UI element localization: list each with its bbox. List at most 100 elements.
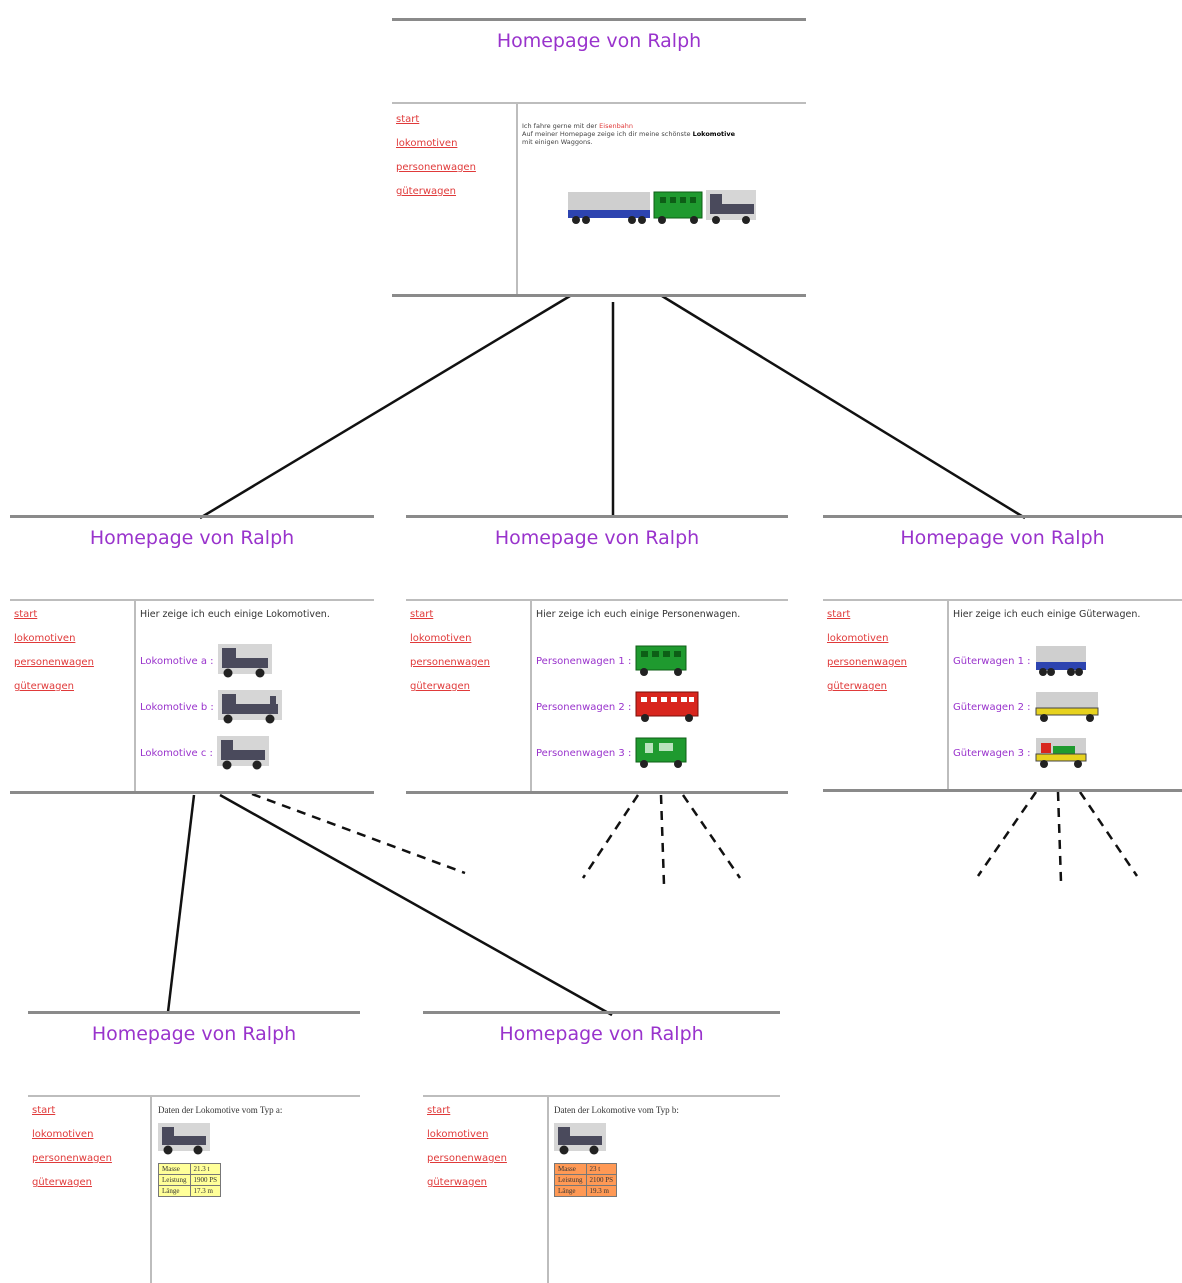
nav-link-lokomotiven[interactable]: lokomotiven — [32, 1129, 94, 1140]
nav-menu: start lokomotiven personenwagen güterwag… — [14, 609, 94, 705]
list-item: Personenwagen 1 : — [536, 638, 788, 684]
nav-link-lokomotiven[interactable]: lokomotiven — [410, 633, 472, 644]
table-row: Länge 19.3 m — [554, 1185, 618, 1197]
table-cell: Masse — [554, 1163, 587, 1175]
top-rule — [823, 515, 1182, 518]
nav-link-personenwagen[interactable]: personenwagen — [410, 657, 490, 668]
nav-link-lokomotiven[interactable]: lokomotiven — [396, 138, 458, 149]
connector-gw-more-1 — [976, 791, 1038, 877]
nav-link-start[interactable]: start — [410, 609, 434, 620]
nav-link-personenwagen[interactable]: personenwagen — [32, 1153, 112, 1164]
header-rule — [406, 599, 788, 601]
bottom-rule — [823, 789, 1182, 792]
nav-link-start[interactable]: start — [14, 609, 38, 620]
column-divider — [134, 601, 136, 791]
connector-gw-more-3 — [1078, 791, 1139, 877]
personenwagen-3-icon[interactable] — [635, 737, 687, 769]
top-rule — [406, 515, 788, 518]
table-cell: Länge — [158, 1185, 191, 1197]
personenwagen-intro: Hier zeige ich euch einige Personenwagen… — [536, 609, 741, 620]
list-item: Personenwagen 3 : — [536, 730, 788, 776]
table-cell: Leistung — [554, 1174, 587, 1186]
connector-pers-more-3 — [681, 794, 742, 879]
page-title: Homepage von Ralph — [900, 527, 1105, 549]
nav-link-gueterwagen[interactable]: güterwagen — [410, 681, 471, 692]
nav-link-gueterwagen[interactable]: güterwagen — [427, 1177, 488, 1188]
nav-link-personenwagen[interactable]: personenwagen — [396, 162, 476, 173]
nav-link-lokomotiven[interactable]: lokomotiven — [827, 633, 889, 644]
nav-link-start[interactable]: start — [396, 114, 420, 125]
locomotive-a-icon[interactable] — [217, 644, 272, 678]
nav-link-gueterwagen[interactable]: güterwagen — [827, 681, 888, 692]
eisenbahn-link[interactable]: Eisenbahn — [599, 122, 633, 130]
nav-link-gueterwagen[interactable]: güterwagen — [396, 186, 457, 197]
gueterwagen-content: Hier zeige ich euch einige Güterwagen. G… — [953, 609, 1182, 776]
personenwagen-1-icon[interactable] — [635, 645, 687, 677]
nav-link-start[interactable]: start — [32, 1105, 56, 1116]
page-gueterwagen: Homepage von Ralph start lokomotiven per… — [823, 515, 1182, 793]
connector-gw-more-2 — [1056, 791, 1063, 883]
start-line3-text: mit einigen Waggons. — [522, 138, 593, 146]
column-divider — [530, 601, 532, 791]
page-title: Homepage von Ralph — [89, 527, 295, 549]
table-cell: 19.3 m — [585, 1185, 618, 1197]
list-item: Güterwagen 2 : — [953, 684, 1182, 730]
personenwagen-content: Hier zeige ich euch einige Personenwagen… — [536, 609, 788, 776]
nav-link-start[interactable]: start — [427, 1105, 451, 1116]
gueterwagen-1-icon[interactable] — [1035, 645, 1087, 677]
page-detail-b: Homepage von Ralph start lokomotiven per… — [423, 1011, 780, 1283]
header-rule — [823, 599, 1182, 601]
item-label: Personenwagen 1 : — [536, 655, 632, 667]
table-cell: 17.3 m — [189, 1185, 222, 1197]
nav-link-personenwagen[interactable]: personenwagen — [827, 657, 907, 668]
item-label: Lokomotive a : — [140, 655, 214, 667]
page-title: Homepage von Ralph — [91, 1023, 297, 1045]
start-content: Ich fahre gerne mit der Eisenbahn Auf me… — [522, 122, 806, 224]
gueterwagen-2-icon[interactable] — [1035, 691, 1099, 723]
start-line1-text: Ich fahre gerne mit der — [522, 122, 598, 130]
train-image — [566, 186, 766, 226]
locomotive-c-icon[interactable] — [216, 736, 269, 770]
gueterwagen-3-icon[interactable] — [1035, 737, 1087, 769]
table-cell: 2100 PS — [585, 1174, 618, 1186]
start-intro: Ich fahre gerne mit der Eisenbahn Auf me… — [522, 122, 806, 146]
spec-table: Masse 21.3 t Leistung 1900 PS Länge 17.3… — [158, 1163, 222, 1197]
column-divider — [516, 104, 518, 294]
lokomotiven-content: Hier zeige ich euch einige Lokomotiven. … — [140, 609, 374, 776]
nav-link-gueterwagen[interactable]: güterwagen — [14, 681, 75, 692]
page-personenwagen: Homepage von Ralph start lokomotiven per… — [406, 515, 788, 795]
connector-lok-to-more — [251, 792, 466, 875]
locomotive-b-icon[interactable] — [217, 690, 282, 724]
connector-pers-more-1 — [581, 794, 640, 879]
nav-menu: start lokomotiven personenwagen güterwag… — [827, 609, 907, 705]
item-label: Personenwagen 2 : — [536, 701, 632, 713]
list-item: Güterwagen 3 : — [953, 730, 1182, 776]
item-label: Lokomotive b : — [140, 701, 214, 713]
locomotive-b-icon — [554, 1123, 606, 1155]
table-row: Leistung 2100 PS — [554, 1174, 618, 1186]
table-cell: Masse — [158, 1163, 191, 1175]
start-line2-text: Auf meiner Homepage zeige ich dir meine … — [522, 130, 691, 138]
table-row: Masse 23 t — [554, 1163, 618, 1175]
personenwagen-2-icon[interactable] — [635, 691, 699, 723]
start-line2-bold: Lokomotive — [692, 130, 736, 138]
nav-link-lokomotiven[interactable]: lokomotiven — [14, 633, 76, 644]
item-label: Güterwagen 1 : — [953, 655, 1031, 667]
nav-link-personenwagen[interactable]: personenwagen — [427, 1153, 507, 1164]
column-divider — [947, 601, 949, 789]
page-start: Homepage von Ralph start lokomotiven per… — [392, 18, 806, 298]
gueterwagen-intro: Hier zeige ich euch einige Güterwagen. — [953, 609, 1141, 620]
table-row: Leistung 1900 PS — [158, 1174, 222, 1186]
page-title: Homepage von Ralph — [494, 527, 700, 549]
nav-menu: start lokomotiven personenwagen güterwag… — [427, 1105, 507, 1201]
nav-link-gueterwagen[interactable]: güterwagen — [32, 1177, 93, 1188]
nav-link-lokomotiven[interactable]: lokomotiven — [427, 1129, 489, 1140]
nav-link-start[interactable]: start — [827, 609, 851, 620]
lokomotiven-intro: Hier zeige ich euch einige Lokomotiven. — [140, 609, 330, 620]
detail-heading: Daten der Lokomotive vom Typ b: — [554, 1105, 679, 1115]
list-item: Lokomotive b : — [140, 684, 374, 730]
nav-link-personenwagen[interactable]: personenwagen — [14, 657, 94, 668]
table-cell: Länge — [554, 1185, 587, 1197]
header-rule — [28, 1095, 360, 1097]
